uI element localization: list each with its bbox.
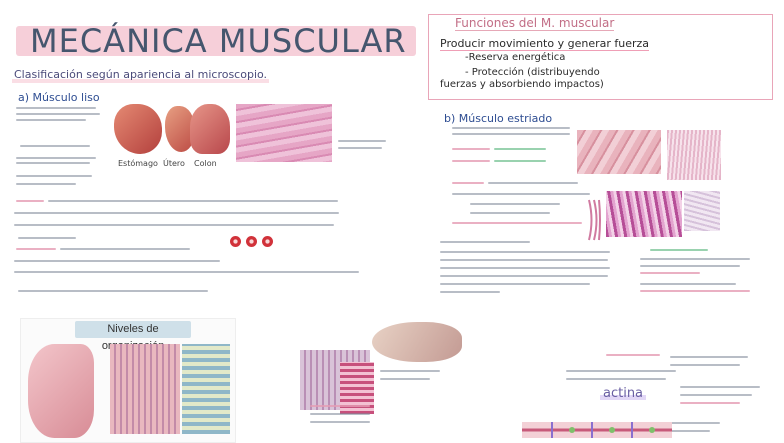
functions-title: Funciones del M. muscular	[455, 16, 615, 31]
functions-box	[428, 14, 773, 100]
functions-line-2: -Reserva energética	[465, 52, 566, 63]
note-line	[14, 212, 339, 214]
fiber-structure-image	[110, 344, 180, 434]
note-line	[640, 430, 710, 432]
note-line	[650, 249, 708, 251]
note-line	[18, 290, 208, 292]
note-line	[440, 275, 608, 277]
note-line	[452, 193, 590, 195]
note-line	[14, 271, 359, 273]
note-line	[16, 248, 56, 250]
note-line	[440, 251, 610, 253]
note-line	[640, 258, 750, 260]
note-line	[494, 160, 546, 162]
smooth-muscle-heading: a) Músculo liso	[18, 91, 100, 104]
note-line	[16, 183, 76, 185]
note-line	[16, 200, 44, 202]
organ-label: Colon	[194, 159, 217, 168]
organization-levels-title: Niveles de organización	[75, 321, 191, 352]
note-line	[440, 241, 530, 243]
note-line	[14, 224, 334, 226]
note-line	[640, 283, 736, 285]
note-line	[566, 378, 666, 380]
page-title: MECÁNICA MUSCULAR	[30, 22, 407, 60]
note-line	[470, 203, 560, 205]
cardiac-detail-image	[684, 191, 720, 231]
red-cell-icon	[246, 236, 257, 247]
note-line	[18, 237, 76, 239]
note-line	[20, 145, 90, 147]
uterus-illustration	[190, 104, 230, 154]
note-line	[640, 290, 750, 292]
note-line	[640, 422, 720, 424]
red-cell-icon	[230, 236, 241, 247]
note-line	[338, 147, 382, 149]
note-line	[640, 272, 700, 274]
note-line	[380, 370, 440, 372]
note-line	[338, 140, 386, 142]
title-highlight	[16, 26, 416, 56]
note-line	[60, 248, 190, 250]
note-line	[670, 364, 740, 366]
note-line	[16, 113, 100, 115]
note-line	[310, 413, 370, 415]
note-line	[48, 200, 338, 202]
note-line	[488, 182, 578, 184]
note-line	[16, 119, 86, 121]
note-line	[440, 291, 500, 293]
note-line	[606, 354, 660, 356]
note-line	[440, 283, 590, 285]
muscle-anatomy-image	[28, 344, 94, 438]
note-line	[670, 356, 748, 358]
note-line	[310, 421, 370, 423]
note-line	[452, 222, 582, 224]
filament-diagram	[522, 422, 672, 438]
cardiac-muscle-image	[606, 191, 682, 237]
note-line	[452, 160, 490, 162]
note-line	[16, 157, 96, 159]
striated-muscle-heading: b) Músculo estriado	[444, 112, 553, 125]
note-line	[452, 133, 570, 135]
fiber-illustration	[588, 199, 601, 241]
skeletal-muscle-image	[577, 130, 661, 174]
note-line	[452, 127, 570, 129]
note-line	[440, 267, 610, 269]
note-line	[680, 386, 760, 388]
note-line	[16, 175, 92, 177]
functions-line-1: Producir movimiento y generar fuerza	[440, 37, 650, 51]
organ-label: Estómago	[118, 159, 158, 168]
note-line	[310, 405, 370, 407]
skeletal-fiber-image	[667, 130, 721, 180]
note-line	[680, 402, 740, 404]
note-line	[16, 162, 90, 164]
note-line	[452, 182, 484, 184]
note-line	[494, 148, 546, 150]
myofibril-image	[182, 344, 230, 434]
note-line	[680, 394, 752, 396]
organ-label: Útero	[163, 159, 185, 168]
actina-label: actina	[599, 386, 647, 401]
note-line	[16, 107, 96, 109]
functions-line-4: fuerzas y absorbiendo impactos)	[440, 79, 604, 90]
red-cell-icon	[262, 236, 273, 247]
muscle-bundle-image	[372, 322, 462, 362]
note-line	[470, 212, 550, 214]
note-line	[380, 378, 430, 380]
note-line	[440, 259, 608, 261]
stomach-illustration	[114, 104, 162, 154]
note-line	[566, 370, 676, 372]
classification-heading: Clasificación según apariencia al micros…	[11, 68, 270, 83]
functions-line-3: - Protección (distribuyendo	[465, 67, 600, 78]
note-line	[452, 148, 490, 150]
note-line	[640, 265, 740, 267]
note-line	[14, 260, 220, 262]
smooth-muscle-histology-image	[236, 104, 332, 162]
